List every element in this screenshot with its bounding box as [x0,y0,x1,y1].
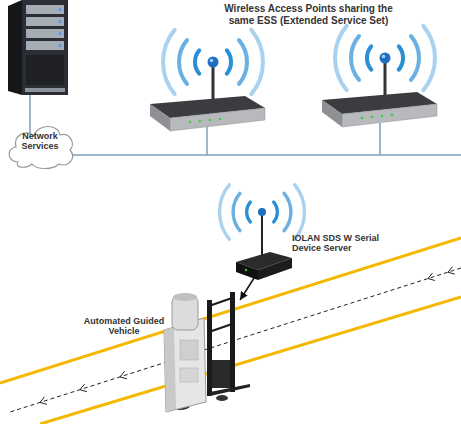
agv-illustration [180,340,198,360]
serial-device-illustration [236,262,258,280]
server-tower [59,8,62,11]
server-tower [59,44,62,47]
serial-device-server: IOLAN SDS W Serial Device Server [236,252,290,276]
serial-device-illustration [245,269,247,271]
agv-illustration [207,300,212,396]
travel-path [80,384,87,392]
agv-illustration [216,395,228,401]
travel-path [10,268,461,412]
wireless-access-point [322,26,437,127]
wireless-access-point [384,62,387,96]
wireless-access-point [342,104,437,127]
serial-device-illustration [258,258,292,280]
wireless-access-point [208,57,219,68]
server-tower [26,55,64,85]
agv-illustration [209,324,232,332]
node-label: IOLAN SDS W Serial Device Server [292,233,384,254]
wireless-access-point [382,55,386,59]
node-label: Automated Guided Vehicle [82,316,166,337]
network-cloud: Network Services [4,118,76,170]
automated-guided-vehicle: Automated Guided Vehicle [160,300,250,410]
server-tower [8,0,22,95]
cloud-shape [9,126,72,168]
wireless-access-point [391,114,394,117]
wireless-access-point [212,66,215,100]
wireless-access-point [170,108,265,131]
wireless-access-point [199,120,202,123]
node-label: Network Services [19,131,61,152]
wireless-access-point [150,30,265,131]
agv-illustration [164,292,250,412]
serial-device-illustration [258,208,266,216]
wireless-access-point [371,116,374,119]
server-tower [26,29,64,38]
wireless-access-point [150,104,170,131]
agv-illustration [180,368,198,382]
travel-path [10,267,461,412]
floor-track [40,297,461,424]
travel-path [428,273,435,281]
agv-illustration [230,292,235,392]
travel-path [40,397,47,405]
wireless-access-point [189,121,192,124]
server-tower [26,17,64,26]
travel-path [120,371,127,379]
server-tower [59,32,62,35]
serial-device-illustration [220,185,305,280]
wireless-access-point [210,59,214,63]
agv-illustration [209,298,232,306]
travel-path [448,267,455,275]
wireless-access-point [381,115,384,118]
server-tower [25,88,65,92]
network-cable [206,126,208,155]
agv-illustration [173,293,197,301]
agv-illustration [210,384,250,396]
agv-illustration [212,360,230,388]
server-tower [59,20,62,23]
network-cable [70,154,461,156]
annotation-text: Wireless Access Points sharing the same … [216,3,401,26]
agv-illustration [164,327,176,412]
server-tower [22,0,68,95]
network-cable [379,123,381,155]
server-tower [8,0,68,95]
agv-illustration [172,296,198,330]
wireless-access-point [209,119,212,122]
network-cable [29,95,31,135]
serial-device-illustration [261,214,263,256]
wireless-access-point [361,117,364,120]
agv-illustration [164,318,206,412]
server-tower [26,5,64,14]
server-tower [26,41,64,50]
wireless-access-point [380,53,391,64]
floor-track [0,238,461,424]
wireless-access-point [322,100,342,127]
connector-arrow [240,276,255,300]
wireless-access-point [219,118,222,121]
